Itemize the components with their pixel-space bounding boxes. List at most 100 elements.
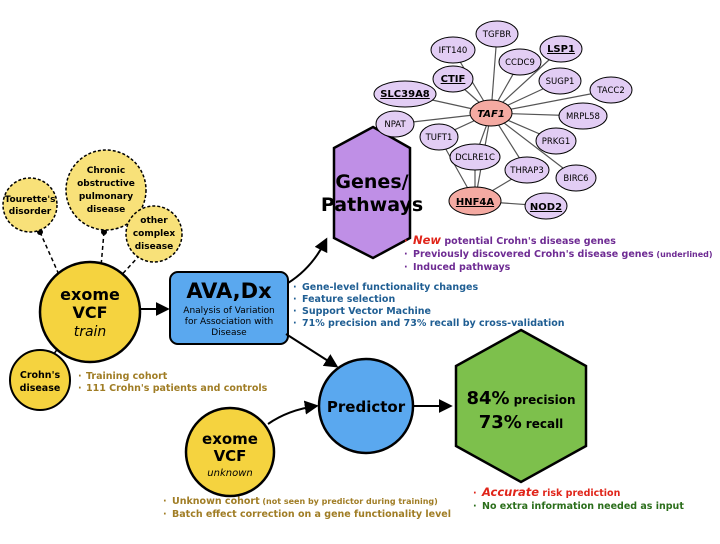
svg-text:HNF4A: HNF4A <box>456 197 495 208</box>
gene-bullet-list: · New potential Crohn's disease genes · … <box>404 233 713 273</box>
accurate-rest: risk prediction <box>539 488 620 499</box>
svg-text:BIRC6: BIRC6 <box>563 174 588 184</box>
avadx-bullet-1-dot: · <box>293 282 297 293</box>
unknown-bullet-1: Unknown cohort (not seen by predictor du… <box>172 496 438 507</box>
other-label-3: disease <box>135 242 174 252</box>
svg-text:MRPL58: MRPL58 <box>566 112 600 122</box>
gene-node-ctif: CTIF <box>432 65 474 93</box>
gene-node-birc6: BIRC6 <box>555 164 597 192</box>
svg-text:NOD2: NOD2 <box>530 202 562 213</box>
genes-line1: Genes/ <box>335 171 408 193</box>
svg-text:PRKG1: PRKG1 <box>542 137 571 147</box>
avadx-box: AVA,Dx Analysis of Variation for Associa… <box>169 271 289 345</box>
gene-bullet-3: Induced pathways <box>413 262 511 273</box>
svg-text:DCLRE1C: DCLRE1C <box>455 153 495 163</box>
hub-node-taf1: TAF1 <box>469 99 513 127</box>
exome-train-line1: exome <box>60 285 120 304</box>
result-bullet-1-dot: · <box>473 488 477 499</box>
prev-main: Previously discovered Crohn's disease ge… <box>413 249 654 260</box>
gene-bullet-3-dot: · <box>404 262 408 273</box>
avadx-sub-1: Analysis of Variation <box>183 306 274 316</box>
svg-text:IFT140: IFT140 <box>439 46 468 56</box>
gene-bullet-1: New potential Crohn's disease genes <box>413 233 616 247</box>
gene-network: TGFBR IFT140 LSP1 CCDC9 CTIF SUGP1 TACC2… <box>373 20 633 220</box>
result-hexagon: 84% precision 73% recall <box>454 328 588 484</box>
tourette-label-2: disorder <box>9 207 52 217</box>
predictor-node: Predictor <box>317 357 415 455</box>
svg-text:CTIF: CTIF <box>441 74 466 85</box>
exome-unknown-line3: unknown <box>207 468 252 479</box>
unknown-bullet-2: Batch effect correction on a gene functi… <box>172 509 451 520</box>
hub-node-hnf4a: HNF4A <box>448 186 502 216</box>
result-line-2: 73% recall <box>479 412 564 433</box>
gene-bullet-2: Previously discovered Crohn's disease ge… <box>413 249 713 260</box>
training-bullet-1: Training cohort <box>86 371 168 382</box>
unknown-note: (not seen by predictor during training) <box>260 497 438 506</box>
crohns-node: Crohn's disease <box>9 349 71 411</box>
svg-text:NPAT: NPAT <box>384 120 406 130</box>
crohns-label-2: disease <box>20 383 61 394</box>
svg-text:LSP1: LSP1 <box>547 44 575 55</box>
gene-node-ift140: IFT140 <box>430 36 476 64</box>
training-bullet-2-dot: · <box>78 383 82 394</box>
other-label-1: other <box>140 216 168 226</box>
gene-bullet-2-dot: · <box>404 249 408 260</box>
recall-word: recall <box>526 417 564 431</box>
copd-node: Chronic obstructive pulmonary disease <box>65 149 147 231</box>
gene-node-prkg1: PRKG1 <box>535 127 577 155</box>
gene-bullet-1-dot: · <box>404 236 408 247</box>
exome-unknown-line1: exome <box>202 430 258 448</box>
precision-value: 84% <box>466 388 509 409</box>
svg-text:SLC39A8: SLC39A8 <box>380 89 430 100</box>
gene-node-lsp1: LSP1 <box>539 35 583 63</box>
svg-text:SUGP1: SUGP1 <box>546 77 575 87</box>
avadx-bullet-1: Gene-level functionality changes <box>302 282 478 293</box>
avadx-bullet-3-dot: · <box>293 306 297 317</box>
exome-train-line2: VCF <box>72 303 107 322</box>
copd-label-3: pulmonary <box>79 192 133 202</box>
exome-train-node: exome VCF train <box>38 260 142 364</box>
svg-text:TACC2: TACC2 <box>596 86 624 96</box>
gene-node-nod2: NOD2 <box>524 192 568 220</box>
copd-label-4: disease <box>87 205 126 215</box>
arrow-avadx-to-genes <box>287 237 328 284</box>
avadx-bullet-4-dot: · <box>293 318 297 329</box>
exome-unknown-node: exome VCF unknown <box>184 406 276 498</box>
svg-text:CCDC9: CCDC9 <box>505 58 535 68</box>
other-label-2: complex <box>133 229 176 239</box>
training-bullet-list: · Training cohort · 111 Crohn's patients… <box>78 371 268 394</box>
genes-pathways-hexagon: Genes/ Pathways <box>321 125 423 260</box>
arrow-avadx-to-predictor <box>285 333 339 368</box>
result-bullet-2: No extra information needed as input <box>482 501 684 512</box>
svg-text:TAF1: TAF1 <box>477 109 505 120</box>
gene-node-npat: NPAT <box>375 110 415 138</box>
training-bullet-1-dot: · <box>78 371 82 382</box>
gene-node-tacc2: TACC2 <box>589 76 633 104</box>
crohns-label-1: Crohn's <box>20 370 61 381</box>
svg-text:TUFT1: TUFT1 <box>425 133 453 143</box>
accurate-word: Accurate <box>481 485 539 499</box>
copd-label-2: obstructive <box>77 179 135 189</box>
gene-node-sugp1: SUGP1 <box>538 67 582 95</box>
predictor-label: Predictor <box>327 398 406 416</box>
svg-text:TGFBR: TGFBR <box>482 30 511 40</box>
result-bullet-2-dot: · <box>473 501 477 512</box>
exome-unknown-line2: VCF <box>214 447 247 465</box>
unknown-bullet-1-dot: · <box>163 496 167 507</box>
recall-value: 73% <box>479 412 522 433</box>
genes-line2: Pathways <box>321 194 423 216</box>
gene-node-slc39a8: SLC39A8 <box>373 80 437 108</box>
avadx-bullet-2: Feature selection <box>302 294 395 305</box>
gene-node-mrpl58: MRPL58 <box>558 102 608 130</box>
arrow-unknown-to-predictor <box>267 400 319 425</box>
avadx-bullet-2-dot: · <box>293 294 297 305</box>
avadx-title: AVA,Dx <box>186 279 272 303</box>
precision-word: precision <box>514 393 576 407</box>
training-bullet-2: 111 Crohn's patients and controls <box>86 383 268 394</box>
svg-text:THRAP3: THRAP3 <box>509 166 544 176</box>
avadx-sub-3: Disease <box>211 328 247 338</box>
result-bullet-list: · Accurate risk prediction · No extra in… <box>473 485 684 512</box>
result-line-1: 84% precision <box>466 388 575 409</box>
